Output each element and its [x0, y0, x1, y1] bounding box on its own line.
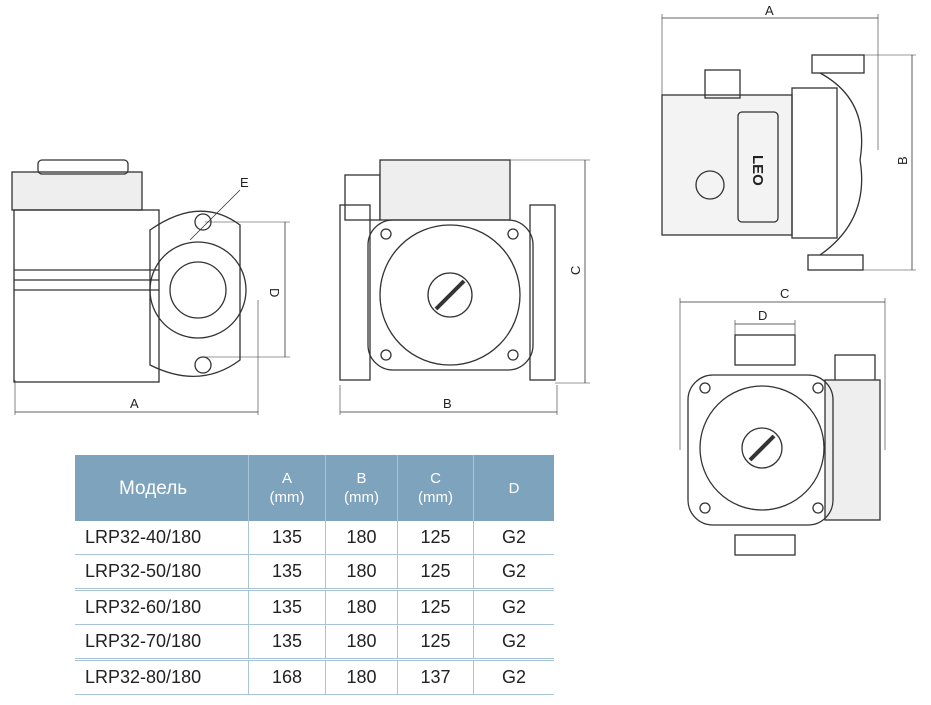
cell-b: 180: [325, 521, 398, 555]
cell-model: LRP32-40/180: [75, 521, 249, 555]
dim-label-a: A: [130, 396, 139, 411]
dim-label-c: C: [568, 266, 583, 275]
cell-a: 135: [248, 589, 326, 625]
dim-label-d: D: [267, 288, 282, 297]
bottom-view-drawing: [679, 298, 886, 556]
dim-label-b: B: [895, 156, 910, 165]
cell-c: 125: [397, 554, 474, 591]
header-c: C (mm): [397, 455, 474, 521]
cell-c: 125: [397, 589, 474, 625]
dim-label-a: A: [765, 3, 774, 18]
table-header-row: Модель A (mm) B (mm) C (mm) D: [75, 455, 554, 521]
header-label: B: [356, 470, 367, 487]
cell-model: LRP32-50/180: [75, 554, 249, 591]
dim-label-e: E: [240, 175, 249, 190]
cell-d: G2: [473, 521, 554, 555]
header-b: B (mm): [325, 455, 398, 521]
cell-b: 180: [325, 554, 398, 591]
cell-d: G2: [473, 624, 554, 661]
cell-c: 125: [397, 624, 474, 661]
dim-label-d: D: [758, 308, 767, 323]
top-view-drawing: [661, 14, 916, 271]
header-label: C: [430, 470, 441, 487]
brand-logo: LEO: [749, 155, 766, 186]
cell-b: 180: [325, 659, 398, 695]
header-unit: (mm): [344, 489, 379, 506]
cell-a: 168: [248, 659, 326, 695]
header-model: Модель: [75, 455, 249, 521]
cell-c: 125: [397, 521, 474, 555]
cell-a: 135: [248, 554, 326, 591]
cell-a: 135: [248, 624, 326, 661]
header-a: A (mm): [248, 455, 326, 521]
side-view-drawing: [11, 159, 290, 415]
cell-c: 137: [397, 659, 474, 695]
dim-label-c: C: [780, 286, 789, 301]
cell-model: LRP32-60/180: [75, 589, 249, 625]
cell-d: G2: [473, 589, 554, 625]
header-unit: (mm): [418, 489, 453, 506]
front-view-drawing: [339, 159, 590, 415]
cell-b: 180: [325, 589, 398, 625]
cell-a: 135: [248, 521, 326, 555]
cell-d: G2: [473, 554, 554, 591]
header-unit: (mm): [269, 489, 305, 506]
cell-model: LRP32-80/180: [75, 659, 249, 695]
cell-d: G2: [473, 659, 554, 695]
header-d: D: [473, 455, 554, 521]
cell-model: LRP32-70/180: [75, 624, 249, 661]
header-label: A: [281, 470, 292, 487]
dim-label-b: B: [443, 396, 452, 411]
cell-b: 180: [325, 624, 398, 661]
